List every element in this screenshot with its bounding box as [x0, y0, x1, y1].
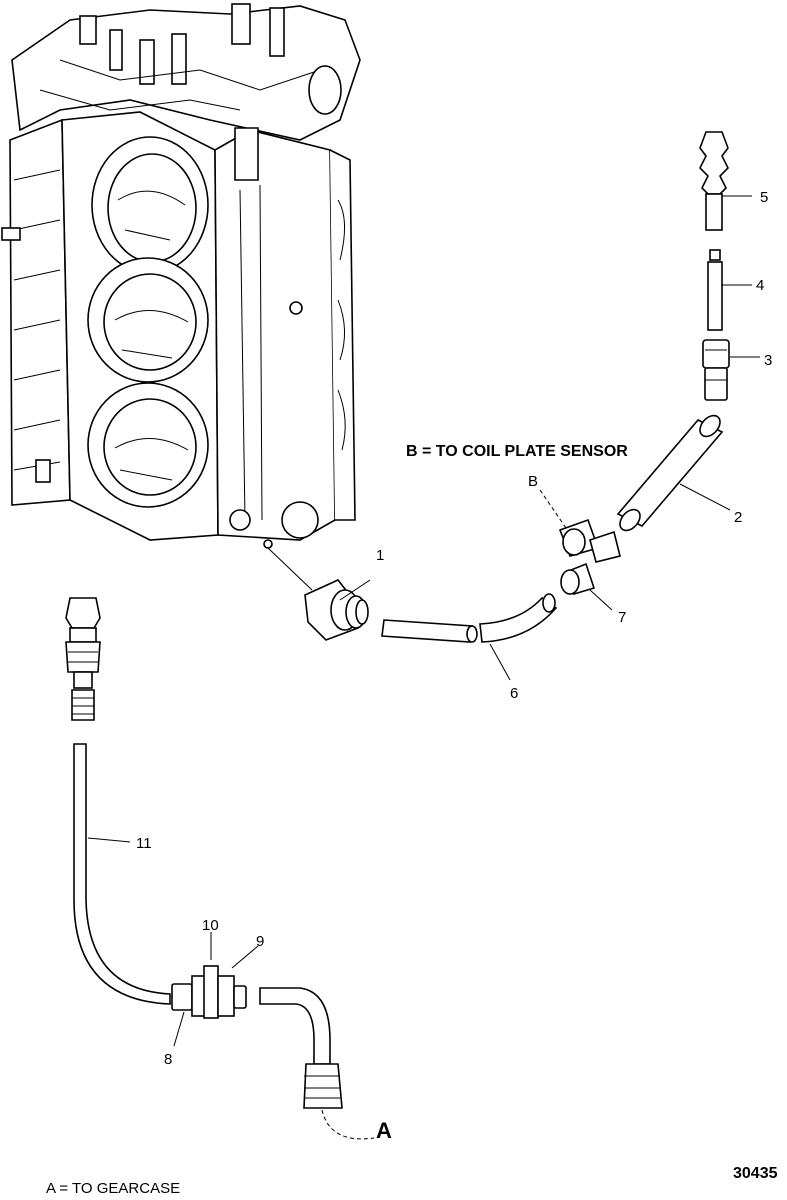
- callout-3: 3: [764, 352, 772, 369]
- callout-5: 5: [760, 189, 768, 206]
- part-11-hose: [73, 743, 171, 1005]
- callout-10: 10: [202, 917, 219, 934]
- callout-9: 9: [256, 933, 264, 950]
- part-6-hose: [381, 593, 558, 681]
- note-a: A = TO GEARCASE: [46, 1180, 180, 1197]
- callout-4: 4: [756, 277, 764, 294]
- callout-a: A: [376, 1118, 392, 1143]
- part-2-tube: [616, 414, 731, 532]
- callout-8: 8: [164, 1051, 172, 1068]
- note-b: B = TO COIL PLATE SENSOR: [406, 443, 628, 460]
- pressure-sensor-fitting: [65, 597, 101, 721]
- inline-fitting-assembly: [171, 932, 259, 1047]
- dashed-lead-b: [539, 489, 567, 529]
- callout-6: 6: [510, 685, 518, 702]
- callout-7: 7: [618, 609, 626, 626]
- gearcase-hose: [259, 987, 375, 1140]
- part-9-nut: [217, 975, 235, 1017]
- part-5-barbed-fitting: [699, 131, 752, 231]
- engine-block: [1, 3, 361, 549]
- part-1-fitting: [267, 547, 371, 641]
- callout-1: 1: [376, 547, 384, 564]
- part-4-pin: [707, 249, 752, 331]
- part-7-tee-fitting: [558, 518, 621, 611]
- callout-11: 11: [136, 835, 152, 852]
- part-8-connector: [171, 983, 193, 1011]
- part-10-collar: [203, 965, 219, 1019]
- callout-2: 2: [734, 509, 742, 526]
- part-9-barb: [233, 985, 247, 1009]
- diagram-id: 30435: [733, 1165, 778, 1182]
- callout-b: B: [528, 473, 538, 490]
- part-3-connector: [702, 339, 760, 401]
